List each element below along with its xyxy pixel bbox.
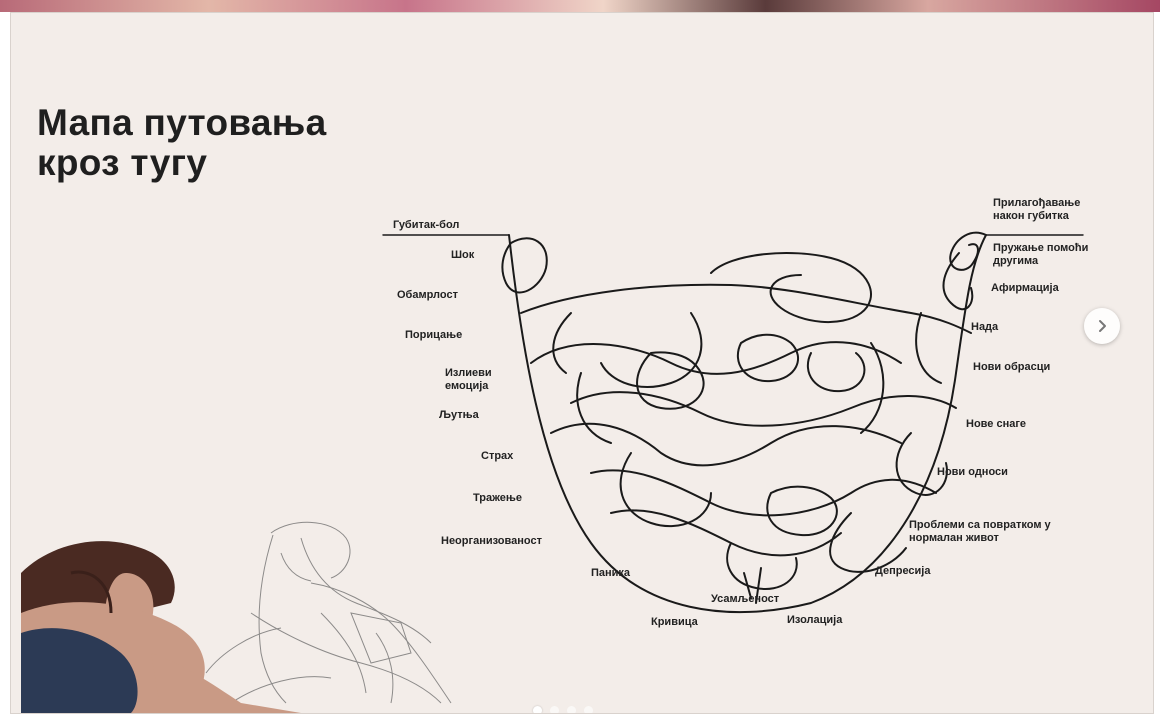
- background-photo-strip: [0, 0, 1160, 12]
- pagination-dot-4[interactable]: [584, 706, 593, 714]
- pagination-dot-2[interactable]: [550, 706, 559, 714]
- carousel-pagination: [533, 706, 593, 714]
- carousel-next-button[interactable]: [1084, 308, 1120, 344]
- pagination-dot-1[interactable]: [533, 706, 542, 714]
- pagination-dot-3[interactable]: [567, 706, 576, 714]
- chevron-right-icon: [1094, 318, 1110, 334]
- carousel-slide: Мапа путовања кроз тугу: [10, 12, 1154, 714]
- sitting-woman-illustration: [11, 13, 1153, 713]
